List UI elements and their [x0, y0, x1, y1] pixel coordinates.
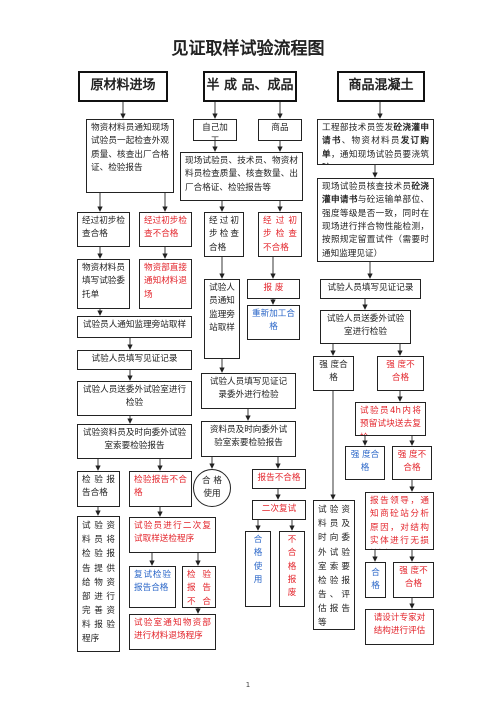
header-concrete: 商品混凝土 [337, 71, 425, 102]
page-number: 1 [245, 681, 251, 689]
semi-ok-use2-box: 合格使用 [245, 531, 271, 607]
semi-ask-report-box: 资料员及时向委外试验室索要检验报告 [201, 421, 296, 457]
semi-fill-witness-box: 试验人员填写见证记录委外进行检验 [201, 373, 296, 409]
concrete-check-bold: 砼浇灌申请书 [322, 182, 429, 206]
semi-fail-box: 经过初步检查不合格 [258, 212, 302, 257]
concrete-strength-fail-box: 强 度不合格 [377, 356, 424, 391]
semi-check-box: 现场试验员、技术员、物资材料员检查质量、核查数量、出厂合格证、检验报告等 [180, 152, 303, 201]
raw-file-box: 试验资料员将检验报告提供给物资部进行完善资料报验程序 [77, 516, 120, 652]
concrete-design-eval-box: 请设计专家对结构进行评估 [365, 609, 434, 645]
concrete-retest-4h-box: 试验员4h内将预留试块送去复检 [355, 402, 426, 436]
semi-pass-box: 经过初步检查合格 [204, 212, 244, 257]
concrete-ok-box: 合格 [365, 562, 386, 598]
concrete-file-box: 试验资料员及时向委外试验室索要检验报告、评估报告等 [313, 500, 355, 630]
semi-ok-use-circle: 合 格使用 [193, 469, 231, 507]
semi-second-test-box: 二次复试 [252, 500, 306, 520]
raw-fill-form-box: 物资材料员填写试验委托单 [77, 259, 130, 309]
raw-notify-supervisor-box: 试验员人通知监理旁站取样 [77, 316, 192, 338]
raw-ask-report-box: 试验资料员及时向委外试验室索要检验报告 [77, 424, 192, 459]
raw-retest-fail-box: 检验报告不合格 [182, 566, 216, 608]
raw-send-out-box: 试验人员送委外试验室进行检验 [77, 381, 192, 416]
concrete-order-bold3: 发订购单 [322, 136, 429, 160]
semi-report-fail-box: 报告不合格 [252, 469, 306, 489]
semi-fail-scrap-box: 不合格报废 [279, 531, 305, 607]
raw-return-box: 物资部直接通知材料退场 [139, 259, 192, 309]
concrete-report-leader-box: 报告领导，通知商砼站分析原因，对结构实体进行无损检测 [365, 492, 434, 550]
raw-second-sampling-box: 试验员进行二次复试取样送检程序 [129, 517, 216, 553]
concrete-strength-fail2-box: 强 度不合格 [392, 446, 432, 480]
header-raw-material: 原材料进场 [78, 71, 168, 102]
header-semi-product: 半 成 品、成品 [203, 71, 297, 102]
raw-lab-notify-box: 试验室通知物资部进行材料退场程序 [129, 614, 216, 650]
raw-report-fail-box: 检验报告不合格 [129, 471, 192, 507]
concrete-strength-fail3-box: 强 度不合格 [393, 562, 434, 598]
raw-pass-box: 经过初步检查合格 [77, 212, 130, 247]
raw-retest-ok-box: 复试检验报告合格 [129, 566, 176, 608]
concrete-order-bold2: 请书 [322, 136, 342, 147]
concrete-send-out-box: 试验人员送委外试验室进行检验 [320, 310, 411, 344]
raw-fail-box: 经过初步检查不合格 [139, 212, 192, 247]
concrete-strength-ok-box: 强 度合 格 [313, 356, 354, 391]
semi-rework-box: 重新加工合 格 [247, 305, 300, 340]
concrete-order-box: 工程部技术员签发砼浇灌申请书、物资材料员发订购单，通知现场试验员要浇筑砼 [317, 119, 434, 165]
raw-notify-box: 物资材料员通知现场试验员一起检查外观质量、核查出厂合格证、检验报告 [86, 119, 174, 193]
raw-fill-witness-box: 试验人员填写见证记录 [77, 350, 192, 370]
page-title: 见证取样试验流程图 [171, 39, 325, 59]
concrete-strength-ok2-box: 强 度合 格 [345, 446, 385, 480]
raw-report-ok-box: 检验报告合格 [77, 471, 120, 507]
semi-commercial-box: 商品 [258, 119, 302, 141]
semi-self-made-box: 自己加工 [193, 119, 237, 141]
concrete-fill-witness-box: 试验人员填写见证记录 [320, 279, 421, 299]
concrete-order-bold1: 砼浇灌申 [393, 123, 429, 133]
semi-supervise-box: 试验人员通知监理旁站取样 [204, 279, 240, 359]
concrete-check-box: 现场试验员核查技术员砼浇灌申请书与砼运输单部位、强度等级是否一致，同时在现场进行… [317, 178, 434, 262]
semi-scrap-box: 报 废 [247, 279, 300, 299]
